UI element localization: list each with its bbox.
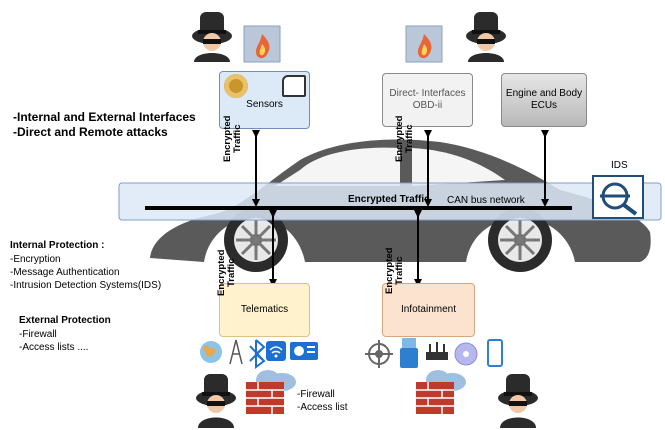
headline-line2: -Direct and Remote attacks	[13, 125, 168, 139]
infotainment-box: Infotainment	[382, 283, 475, 337]
infotainment-label: Infotainment	[400, 304, 457, 315]
obd-arrow-label: Encrypted Traffic	[394, 116, 415, 162]
router-icon	[426, 342, 448, 360]
telematics-box: Telematics	[219, 283, 310, 337]
firewall-note-item: -Firewall	[297, 389, 335, 400]
globe-icon	[200, 341, 222, 363]
bluetooth-icon	[249, 339, 266, 369]
firewall-note-item: -Access list	[297, 402, 348, 413]
headline-line1: -Internal and External Interfaces	[13, 110, 196, 124]
hacker-icon	[466, 12, 506, 62]
hacker-icon	[196, 374, 236, 428]
infotainment-arrow-label-line2: Traffic	[394, 256, 405, 286]
ecu-label-line2: ECUs	[530, 100, 558, 111]
sensors-label: Sensors	[246, 99, 283, 110]
gps-icon	[365, 340, 393, 368]
ids-label: IDS	[611, 160, 628, 171]
usb-icon	[400, 338, 418, 368]
can-bus-network-label: CAN bus network	[447, 195, 525, 206]
ecu-label-line1: Engine and Body	[505, 88, 583, 99]
telematics-arrow-label: Encrypted Traffic	[216, 250, 237, 296]
infotainment-arrow-label: Encrypted Traffic	[384, 248, 405, 294]
obd-box: Direct- Interfaces OBD-ii	[382, 73, 473, 127]
external-protection-item: -Access lists ....	[19, 342, 89, 353]
telematics-label: Telematics	[240, 304, 289, 315]
wifi-icon	[266, 341, 286, 361]
firewall-cloud-icon	[416, 370, 466, 414]
external-protection-title: External Protection	[19, 315, 111, 326]
obd-label-line1: Direct- Interfaces	[389, 88, 466, 99]
sensors-arrow-label: Encrypted Traffic	[222, 116, 243, 162]
car-window-rear	[412, 148, 505, 186]
hacker-icon	[192, 12, 232, 62]
external-protection-item: -Firewall	[19, 329, 57, 340]
antenna-icon	[227, 333, 245, 365]
door-icon	[282, 75, 306, 97]
bus-encrypted-traffic-label: Encrypted Traffic	[348, 194, 430, 205]
firewall-cloud-icon	[246, 370, 296, 414]
internal-protection-title: Internal Protection :	[10, 240, 105, 251]
telematics-arrow-label-line2: Traffic	[226, 258, 237, 288]
hacker-icon	[498, 374, 538, 428]
radio-icon	[290, 342, 318, 360]
car-window	[275, 147, 400, 186]
internal-protection-item: -Message Authentication	[10, 267, 120, 278]
sensors-arrow-label-line2: Traffic	[232, 124, 243, 154]
internal-protection-item: -Intrusion Detection Systems(IDS)	[10, 280, 162, 291]
sensor-icon	[224, 74, 248, 98]
phone-icon	[487, 339, 503, 367]
firewall-flame-icon	[243, 25, 281, 63]
cd-icon	[454, 342, 478, 366]
internal-protection-item: -Encryption	[10, 254, 61, 265]
sensors-box: Sensors	[219, 71, 310, 129]
obd-arrow-label-line2: Traffic	[404, 124, 415, 154]
rear-wheel-icon	[488, 208, 552, 272]
firewall-flame-icon	[405, 25, 443, 63]
obd-label-line2: OBD-ii	[412, 100, 443, 111]
ecu-box: Engine and Body ECUs	[501, 73, 587, 127]
ids-magnifier-icon	[592, 175, 644, 219]
